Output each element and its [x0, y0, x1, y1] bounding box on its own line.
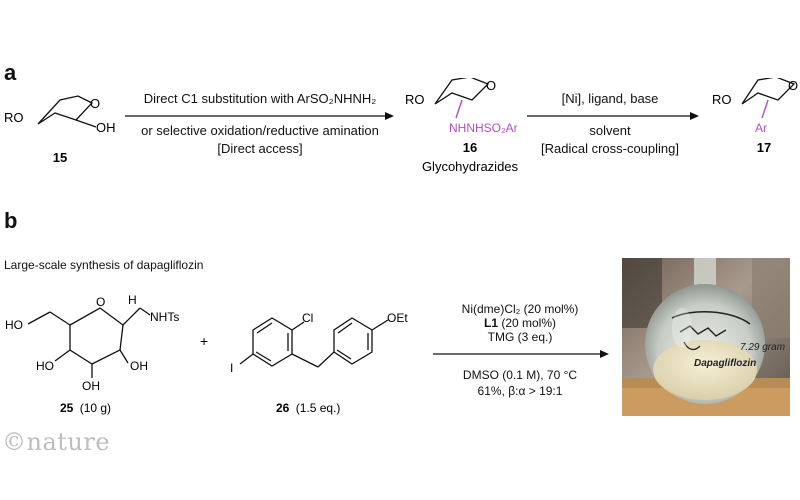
- cmpd16-highlight-bond: [455, 99, 463, 119]
- condition-catalyst: Ni(dme)Cl₂ (20 mol%): [461, 302, 579, 316]
- cmpd17-highlight-bond: [761, 99, 769, 119]
- cmpd25-o-ring: O: [96, 295, 105, 309]
- panel-b-scheme: HO O H N NHTs OH OH HO 25 (10 g) + Cl I …: [5, 293, 609, 415]
- cmpd15-oh-label: OH: [96, 120, 116, 135]
- condition-ligand: L1 (20 mol%): [430, 316, 610, 330]
- cmpd26-number: 26 (1.5 eq.): [276, 401, 340, 415]
- cmpd17-ro-label: RO: [712, 92, 732, 107]
- cmpd17-o-label: O: [788, 78, 798, 93]
- cmpd25-oh-right: OH: [130, 359, 148, 373]
- ligand-label: L1: [483, 316, 498, 330]
- step2-reagent-line2: solvent: [589, 123, 631, 138]
- compound-17-structure: [741, 78, 796, 105]
- compound-25-structure: [27, 307, 151, 378]
- panel-a-scheme: RO O OH 15 RO O NHNHSO₂Ar 16 Glycohydraz…: [4, 78, 798, 174]
- cmpd16-name: Glycohydrazides: [422, 159, 519, 174]
- cmpd25-nhts: NHTs: [150, 310, 179, 324]
- nature-watermark: ©nature: [2, 428, 111, 456]
- condition-base: TMG (3 eq.): [487, 330, 553, 344]
- cmpd25-oh-bottom: OH: [82, 379, 100, 393]
- cmpd25-ho-left: HO: [36, 359, 54, 373]
- step1-reagent-line1: Direct C1 substitution with ArSO₂NHNH₂: [143, 91, 377, 106]
- cmpd25-ho-top: HO: [5, 318, 23, 332]
- plus-sign: +: [200, 333, 208, 349]
- compound-15-structure: [37, 95, 97, 128]
- step2-reagent-line3: [Radical cross-coupling]: [540, 141, 679, 156]
- cmpd16-ro-label: RO: [405, 92, 425, 107]
- cmpd26-i: I: [230, 361, 233, 375]
- flask-photo-drawing: 7.29 gram Dapagliflozin: [622, 258, 790, 416]
- panel-b-title: Large-scale synthesis of dapagliflozin: [4, 258, 204, 272]
- cmpd25-number: 25 (10 g): [60, 401, 111, 415]
- cmpd16-o-label: O: [486, 78, 496, 93]
- arrow-head-3: [600, 350, 609, 358]
- photo-label-name: Dapagliflozin: [694, 358, 756, 369]
- panel-b-letter: b: [4, 208, 18, 233]
- condition-solvent: DMSO (0.1 M), 70 °C: [462, 368, 578, 382]
- panel-a-letter: a: [4, 60, 17, 85]
- condition-yield: 61%, β:α > 19:1: [477, 384, 563, 398]
- cmpd26-oet: OEt: [387, 311, 408, 325]
- cmpd15-o-label: O: [90, 96, 100, 111]
- step2-reagent-line1: [Ni], ligand, base: [561, 91, 659, 106]
- cmpd15-number: 15: [53, 150, 67, 165]
- ligand-loading: (20 mol%): [498, 316, 557, 330]
- arrow-head-2: [690, 112, 699, 120]
- cmpd16-hydrazide-label: NHNHSO₂Ar: [449, 121, 518, 135]
- cmpd26-cl: Cl: [302, 311, 313, 325]
- compound-26-structure: [239, 317, 389, 368]
- compound-16-structure: [434, 78, 490, 105]
- step1-reagent-line3: [Direct access]: [217, 141, 303, 156]
- flask-photo: 7.29 gram Dapagliflozin: [622, 258, 790, 416]
- cmpd16-number: 16: [463, 140, 477, 155]
- cmpd25-h: H: [128, 293, 137, 307]
- cmpd17-number: 17: [757, 140, 771, 155]
- photo-label-mass: 7.29 gram: [740, 342, 785, 353]
- step1-reagent-line2: or selective oxidation/reductive aminati…: [141, 123, 379, 138]
- arrow-head-1: [385, 112, 394, 120]
- cmpd17-ar-label: Ar: [755, 121, 767, 135]
- cmpd15-ro-label: RO: [4, 110, 24, 125]
